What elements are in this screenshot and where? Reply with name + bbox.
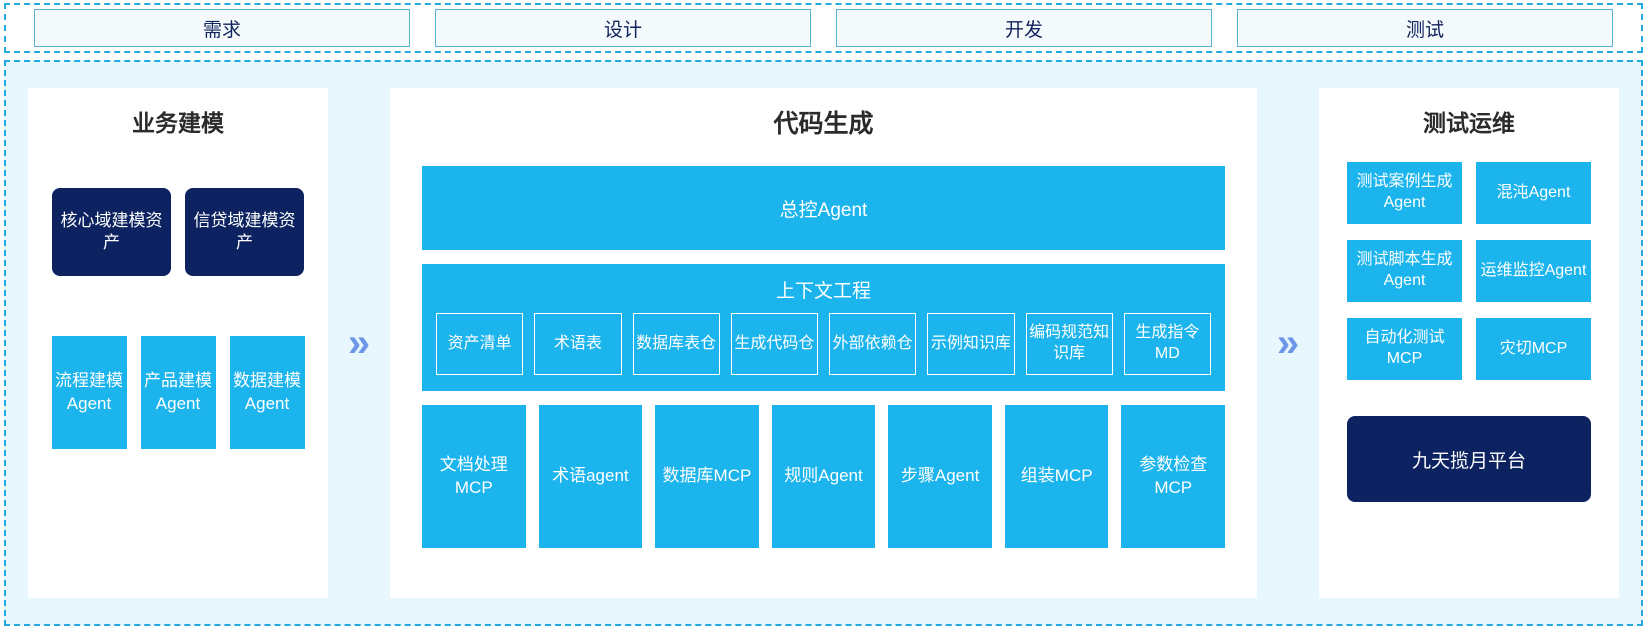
panel-test-operations: 测试运维 测试案例生成Agent 混沌Agent 测试脚本生成Agent 运维监… — [1319, 88, 1619, 598]
context-item-label: 外部依赖仓 — [832, 334, 913, 352]
tool-label: 步骤Agent — [900, 466, 980, 486]
agent-label: 流程建模Agent — [55, 371, 123, 413]
phase-label: 开发 — [1004, 19, 1043, 41]
panel-code-generation: 代码生成 总控Agent 上下文工程 资产清单 术语表 — [390, 88, 1257, 598]
context-item-db-table-repo[interactable]: 数据库表仓 — [632, 313, 720, 375]
tool-row: 文档处理MCP 术语agent 数据库MCP 规则Agent 步骤Agent — [422, 405, 1226, 548]
asset-row: 核心域建模资产 信贷域建模资产 — [52, 188, 304, 276]
phase-label: 设计 — [603, 19, 642, 41]
test-ops-box-test-case-generation-agent[interactable]: 测试案例生成Agent — [1347, 162, 1462, 224]
test-ops-label: 测试脚本生成Agent — [1356, 251, 1453, 289]
context-item-label: 资产清单 — [447, 334, 512, 352]
context-engineering-title: 上下文工程 — [775, 281, 871, 302]
phase-label: 需求 — [202, 19, 241, 41]
platform-label: 九天揽月平台 — [1411, 450, 1526, 472]
agent-box-process-modeling[interactable]: 流程建模Agent — [51, 336, 127, 449]
main-region: 业务建模 核心域建模资产 信贷域建模资产 流程建模Agent 产品建模Agent… — [4, 60, 1643, 626]
test-ops-label: 运维监控Agent — [1480, 261, 1587, 279]
context-item-coding-standard-knowledge-base[interactable]: 编码规范知识库 — [1025, 313, 1113, 375]
test-ops-box-ops-monitoring-agent[interactable]: 运维监控Agent — [1476, 240, 1591, 302]
chevron-right-icon-right: » — [1276, 321, 1300, 365]
test-ops-box-test-script-generation-agent[interactable]: 测试脚本生成Agent — [1347, 240, 1462, 302]
panel-title: 代码生成 — [773, 110, 874, 138]
agent-label: 产品建模Agent — [144, 371, 212, 413]
test-ops-label: 灾切MCP — [1499, 339, 1568, 357]
phase-box-testing[interactable]: 测试 — [1237, 9, 1613, 47]
agent-box-product-modeling[interactable]: 产品建模Agent — [140, 336, 216, 449]
test-ops-box-chaos-agent[interactable]: 混沌Agent — [1476, 162, 1591, 224]
context-item-label: 术语表 — [553, 334, 602, 352]
context-item-label: 数据库表仓 — [636, 334, 717, 352]
panel-business-modeling: 业务建模 核心域建模资产 信贷域建模资产 流程建模Agent 产品建模Agent… — [28, 88, 328, 598]
test-ops-label: 测试案例生成Agent — [1356, 173, 1453, 211]
phase-box-requirements[interactable]: 需求 — [34, 9, 410, 47]
context-item-example-knowledge-base[interactable]: 示例知识库 — [927, 313, 1015, 375]
test-ops-box-disaster-recovery-mcp[interactable]: 灾切MCP — [1476, 318, 1591, 380]
panel-title: 业务建模 — [132, 110, 224, 136]
phase-strip: 需求 设计 开发 测试 — [4, 3, 1643, 53]
chevron-right-icon-left: » — [347, 321, 371, 365]
asset-box-credit-domain[interactable]: 信贷域建模资产 — [185, 188, 304, 276]
tool-box-database-mcp[interactable]: 数据库MCP — [655, 405, 759, 548]
agent-box-data-modeling[interactable]: 数据建模Agent — [229, 336, 305, 449]
context-item-external-dependency-repo[interactable]: 外部依赖仓 — [829, 313, 917, 375]
phase-box-development[interactable]: 开发 — [836, 9, 1212, 47]
phase-label: 测试 — [1405, 19, 1444, 41]
tool-box-document-processing-mcp[interactable]: 文档处理MCP — [422, 405, 526, 548]
context-item-glossary[interactable]: 术语表 — [534, 313, 622, 375]
context-item-asset-list[interactable]: 资产清单 — [436, 313, 524, 375]
test-ops-label: 混沌Agent — [1496, 183, 1571, 201]
context-engineering-block: 上下文工程 资产清单 术语表 数据库表仓 生成代码仓 — [422, 264, 1225, 391]
panel-title: 测试运维 — [1423, 110, 1515, 136]
tool-label: 规则Agent — [784, 466, 863, 486]
tool-label: 文档处理MCP — [439, 454, 508, 497]
asset-box-core-domain[interactable]: 核心域建模资产 — [52, 188, 171, 276]
context-item-generated-code-repo[interactable]: 生成代码仓 — [730, 313, 818, 375]
context-item-label: 示例知识库 — [930, 334, 1011, 352]
context-item-label: 生成指令MD — [1135, 324, 1200, 362]
tool-box-step-agent[interactable]: 步骤Agent — [888, 405, 992, 548]
asset-label: 信贷域建模资产 — [193, 210, 296, 252]
tool-label: 参数检查MCP — [1139, 454, 1208, 497]
phase-box-design[interactable]: 设计 — [435, 9, 811, 47]
tool-box-rule-agent[interactable]: 规则Agent — [771, 405, 876, 548]
agent-row: 流程建模Agent 产品建模Agent 数据建模Agent — [51, 336, 305, 449]
master-agent-bar[interactable]: 总控Agent — [422, 166, 1225, 250]
context-item-label: 生成代码仓 — [734, 334, 815, 352]
test-ops-box-automated-test-mcp[interactable]: 自动化测试MCP — [1347, 318, 1462, 380]
tool-box-assembly-mcp[interactable]: 组装MCP — [1004, 405, 1109, 548]
tool-label: 术语agent — [552, 466, 629, 486]
tool-label: 组装MCP — [1020, 466, 1093, 486]
master-agent-label: 总控Agent — [779, 199, 868, 221]
platform-box-jiutian-lanyue[interactable]: 九天揽月平台 — [1347, 416, 1591, 502]
agent-label: 数据建模Agent — [233, 371, 301, 413]
test-ops-grid: 测试案例生成Agent 混沌Agent 测试脚本生成Agent 运维监控Agen… — [1347, 162, 1591, 380]
test-ops-label: 自动化测试MCP — [1364, 329, 1445, 367]
context-item-row: 资产清单 术语表 数据库表仓 生成代码仓 外部依赖仓 — [436, 313, 1211, 375]
tool-label: 数据库MCP — [662, 466, 752, 486]
tool-box-parameter-check-mcp[interactable]: 参数检查MCP — [1121, 405, 1226, 548]
center-inner: 总控Agent 上下文工程 资产清单 术语表 数据库表仓 — [404, 140, 1243, 548]
context-item-generation-instruction-md[interactable]: 生成指令MD — [1123, 313, 1211, 375]
context-item-label: 编码规范知识库 — [1029, 324, 1110, 362]
asset-label: 核心域建模资产 — [60, 210, 163, 252]
tool-box-glossary-agent[interactable]: 术语agent — [538, 405, 643, 548]
